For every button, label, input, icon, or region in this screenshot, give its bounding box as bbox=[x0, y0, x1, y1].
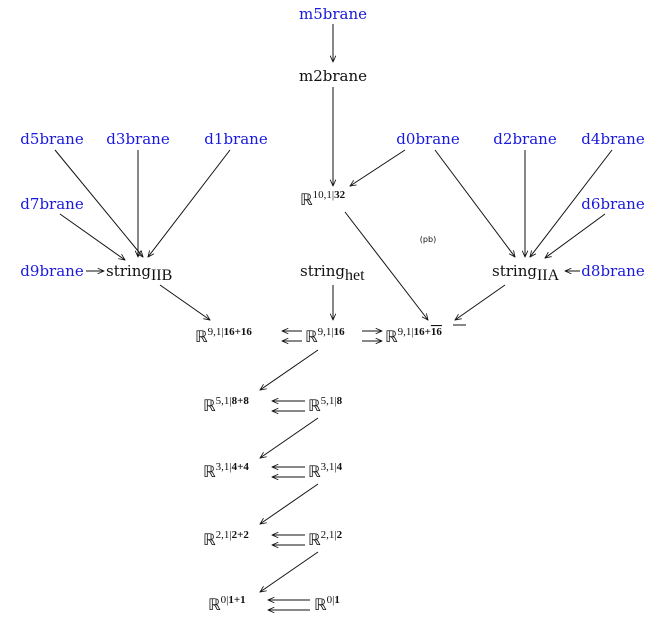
node-r10-1-32: ℝ10,1|32 bbox=[300, 189, 346, 209]
arrow-r91-16-to-r51-8p8 bbox=[260, 349, 319, 390]
node-string-het: stringhet bbox=[300, 262, 365, 284]
node-r0-1: ℝ0|1 bbox=[314, 594, 340, 614]
node-r91-16p16bar: ℝ9,1|16+16 bbox=[385, 326, 442, 346]
arrow-r31-4-to-r21-2p2 bbox=[260, 483, 319, 524]
node-r31-4: ℝ3,1|4 bbox=[308, 461, 343, 481]
node-d1brane: d1brane bbox=[204, 130, 268, 148]
node-r51-8: ℝ5,1|8 bbox=[308, 395, 343, 415]
arrow-d0-to-r10 bbox=[350, 149, 406, 186]
node-r21-2p2: ℝ2,1|2+2 bbox=[203, 529, 249, 549]
node-d0brane: d0brane bbox=[396, 130, 460, 148]
arrow-iia-to-r91-16p16bar bbox=[455, 284, 506, 320]
node-d2brane: d2brane bbox=[493, 130, 557, 148]
arrow-r21-2-to-r0-1p1 bbox=[260, 551, 319, 592]
node-r21-2: ℝ2,1|2 bbox=[308, 529, 343, 549]
arrow-d0-to-iia bbox=[434, 149, 515, 257]
node-r91-16: ℝ9,1|16 bbox=[305, 326, 345, 346]
arrow-d6-to-iia bbox=[545, 213, 606, 258]
node-m2brane: m2brane bbox=[299, 67, 367, 85]
node-d3brane: d3brane bbox=[106, 130, 170, 148]
brane-labels: m5brane m2brane d5brane d3brane d1brane … bbox=[20, 5, 645, 280]
node-d8brane: d8brane bbox=[581, 262, 645, 280]
arrow-r51-8-to-r31-4p4 bbox=[260, 417, 319, 458]
string-labels: stringIIB stringhet stringIIA (pb) bbox=[106, 235, 560, 284]
node-d6brane: d6brane bbox=[581, 195, 645, 213]
node-d5brane: d5brane bbox=[20, 130, 84, 148]
node-r31-4p4: ℝ3,1|4+4 bbox=[203, 461, 249, 481]
arrow-d4-to-iia bbox=[530, 149, 613, 257]
node-string-iia: stringIIA bbox=[492, 262, 560, 284]
arrow-d1-to-iib bbox=[148, 149, 231, 257]
node-m5brane: m5brane bbox=[299, 5, 367, 23]
arrow-d7-to-iib bbox=[59, 213, 125, 260]
arrow-d5-to-iib bbox=[54, 149, 143, 257]
space-labels: ℝ10,1|32 ℝ9,1|16+16 ℝ9,1|16 ℝ9,1|16+16 ℝ… bbox=[195, 189, 466, 614]
node-d4brane: d4brane bbox=[581, 130, 645, 148]
node-d7brane: d7brane bbox=[20, 195, 84, 213]
arrow-iib-to-r91-16p16 bbox=[159, 284, 210, 320]
node-string-iib: stringIIB bbox=[106, 262, 172, 284]
pullback-label: (pb) bbox=[420, 235, 436, 244]
arrows bbox=[54, 24, 613, 610]
node-r51-8p8: ℝ5,1|8+8 bbox=[203, 395, 249, 415]
arrow-r10-to-r91-16p16bar bbox=[344, 211, 428, 320]
node-d9brane: d9brane bbox=[20, 262, 84, 280]
node-r91-16p16: ℝ9,1|16+16 bbox=[195, 326, 252, 346]
node-r0-1p1: ℝ0|1+1 bbox=[208, 594, 246, 614]
